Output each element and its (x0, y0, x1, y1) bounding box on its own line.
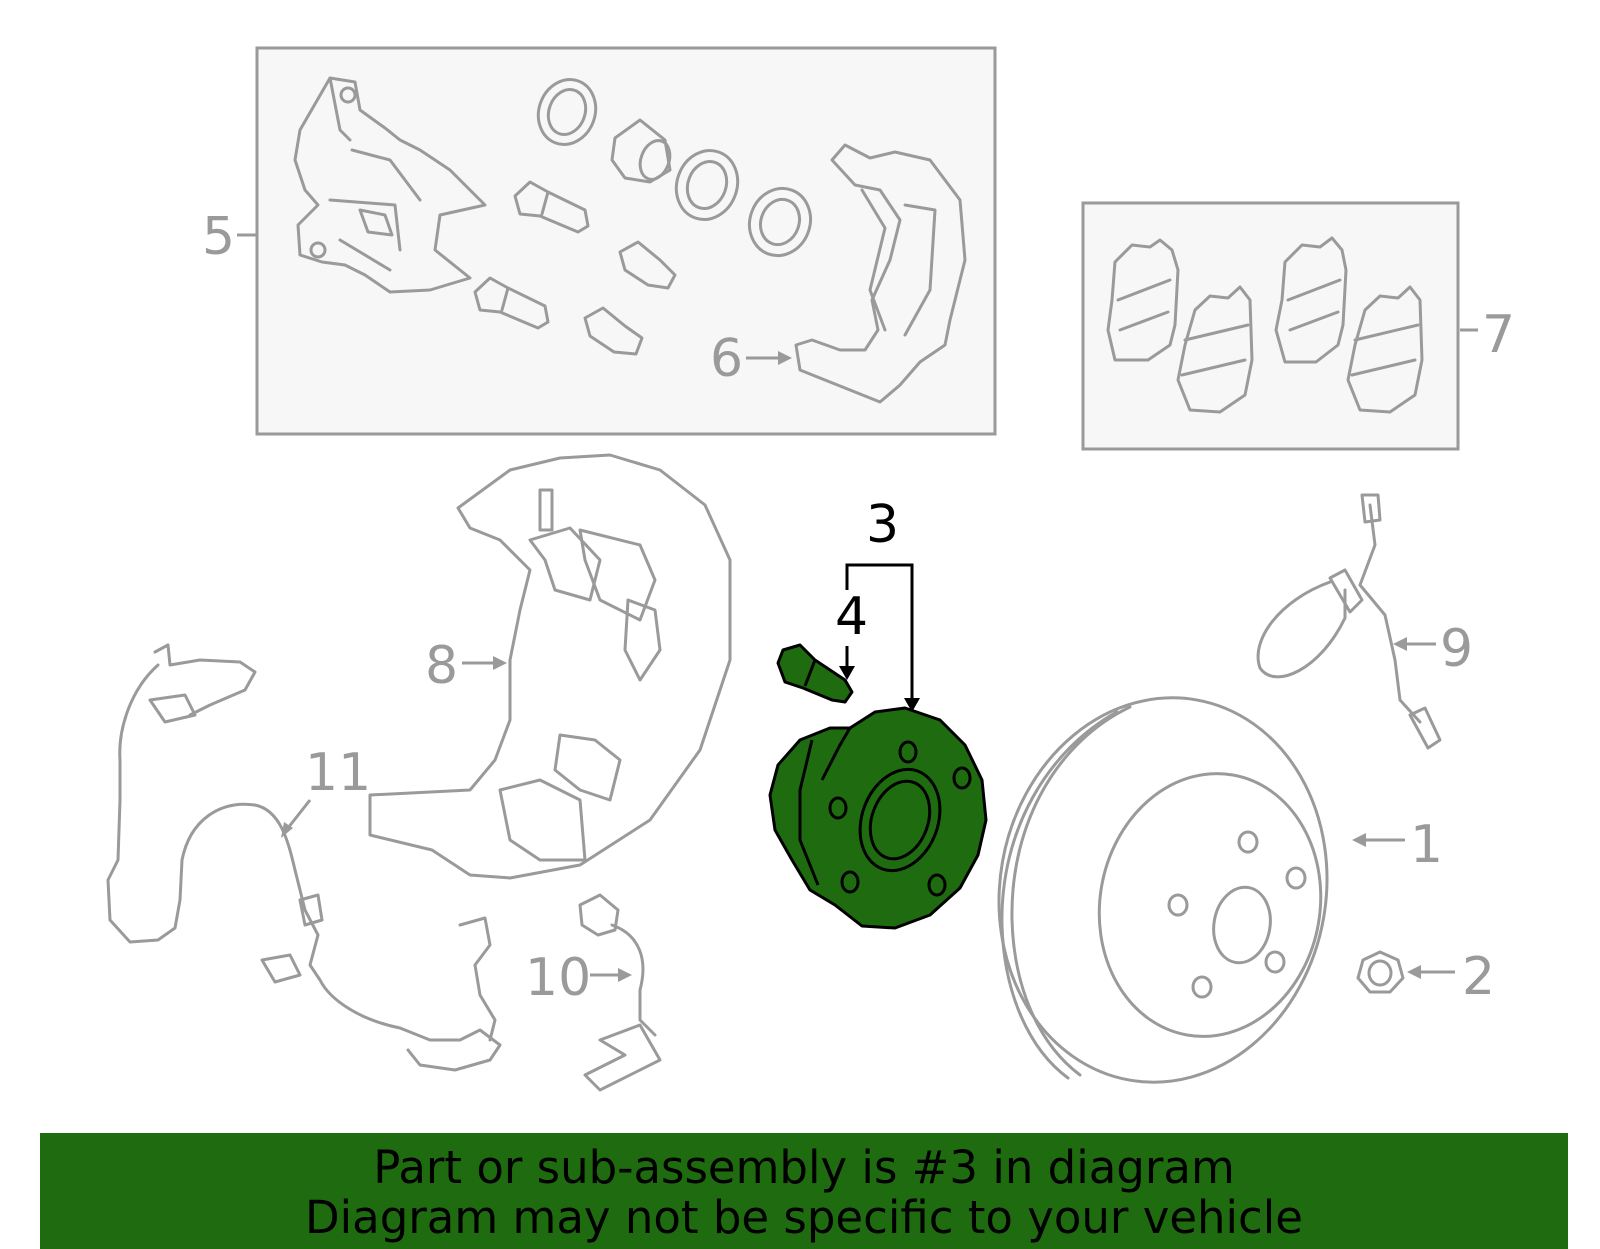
brake-rotor-outer (997, 696, 1329, 1084)
callout-3: 3 (866, 495, 899, 555)
callout-3-bracket (845, 563, 914, 702)
brake-pad-box (1081, 201, 1460, 451)
brake-pad-2 (1176, 285, 1254, 414)
abs-sensor-group: 10 (525, 893, 662, 1092)
callout-2: 2 (1462, 947, 1495, 1007)
splash-shield (368, 453, 732, 880)
splash-shield-group: 8 (368, 453, 732, 880)
hub-stud-hole-2 (952, 766, 972, 790)
bushing-2 (583, 306, 644, 356)
brake-pad-4 (1346, 285, 1424, 414)
callout-5: 5 (202, 207, 235, 267)
piston-1 (674, 149, 740, 221)
lug-nut (1356, 950, 1405, 994)
callout-11: 11 (305, 743, 371, 803)
abs-harness-11 (106, 643, 502, 1072)
bushing-1 (618, 240, 677, 290)
caliper-kit-group: 5 6 (202, 46, 997, 436)
hub-bore-outer (858, 767, 942, 873)
brake-pad-3 (1274, 236, 1348, 364)
hub-bolt (776, 643, 854, 704)
brake-rotor-hat (1097, 772, 1323, 1038)
banner-line-1: Part or sub-assembly is #3 in diagram (373, 1141, 1235, 1194)
hub-assembly-highlighted: 3 4 (768, 495, 988, 930)
callout-1: 1 (1410, 815, 1443, 875)
lug-nut-group: 2 (1356, 947, 1495, 1007)
banner-line-2: Diagram may not be specific to your vehi… (305, 1191, 1303, 1244)
callout-10: 10 (525, 948, 591, 1008)
wear-sensor-group: 9 (1256, 493, 1473, 750)
callout-9: 9 (1440, 619, 1473, 679)
hub-flange (768, 706, 988, 930)
callout-8: 8 (425, 636, 458, 696)
hub-bore-inner (868, 779, 932, 861)
caliper-body (293, 76, 487, 294)
seal-ring-1 (536, 78, 598, 146)
guide-bolt-2 (473, 276, 550, 330)
seal-ring-2 (748, 186, 812, 258)
abs-harness-group: 11 (106, 643, 502, 1072)
brake-pad-kit-group: 7 (1081, 201, 1515, 451)
callout-6: 6 (710, 329, 743, 389)
hub-stud-hole-5 (927, 873, 947, 897)
wear-sensor-wire (1256, 503, 1422, 724)
caliper-kit-box (255, 46, 997, 436)
caliper-bracket (794, 143, 967, 404)
abs-sensor-10 (578, 893, 662, 1092)
callout-7: 7 (1482, 305, 1515, 365)
brake-rotor-bore (1212, 885, 1272, 965)
hub-stud-hole-3 (828, 796, 848, 820)
brake-rotor-group: 1 (997, 696, 1443, 1084)
hub-stud-hole-4 (840, 870, 860, 894)
callout-4: 4 (835, 587, 868, 647)
guide-bolt-1 (513, 180, 590, 234)
info-banner: Part or sub-assembly is #3 in diagram Di… (40, 1133, 1568, 1249)
brake-pad-1 (1106, 238, 1180, 362)
hub-stud-hole-1 (898, 740, 918, 764)
